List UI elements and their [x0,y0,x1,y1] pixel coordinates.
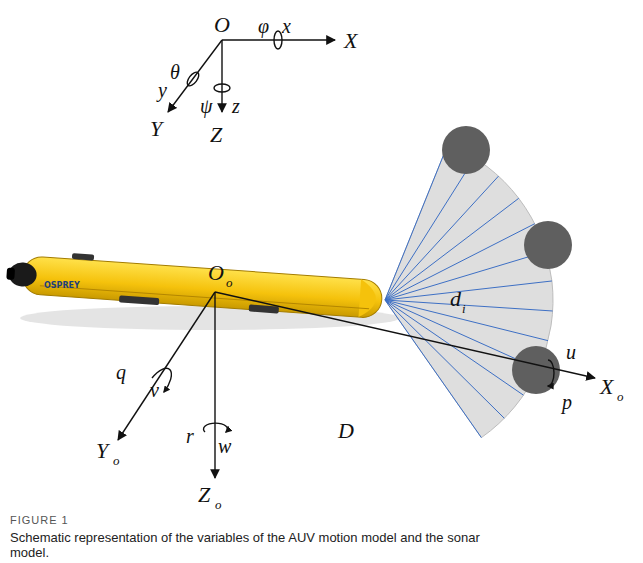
figure-caption: Schematic representation of the variable… [10,530,480,560]
axis-label: p [562,392,572,412]
axis-label: Z [210,124,222,146]
axis-label: i [462,302,466,315]
axis-label: Y [150,118,162,140]
axis-label: o [215,498,222,511]
axis-label: o [226,276,233,289]
axis-label: O [208,262,224,284]
axis-label: q [116,362,126,382]
axis-label: X [344,30,357,52]
axis-label: Y [96,440,108,462]
sonar-fan [385,144,553,437]
axis-label: x [282,16,291,36]
axis-label: r [186,426,194,446]
axis-label: ψ [200,96,212,116]
axis-label: φ [258,16,269,36]
axis-label: D [338,420,354,442]
axis-label: θ [170,62,180,82]
axis-label: d [450,288,461,310]
axis-label: Z [198,484,210,506]
axis-label: w [218,436,231,456]
axis-label: o [617,390,624,403]
axis-label: v [150,380,159,400]
axis-label: O [214,14,230,36]
axis-label: z [232,96,240,116]
axis-label: o [113,454,120,467]
vehicle-brand: OSPREY [44,282,80,290]
axis-label: y [158,80,167,100]
figure-number: FIGURE 1 [10,514,69,526]
axis-label: u [566,342,576,362]
axis-label: X [600,376,613,398]
